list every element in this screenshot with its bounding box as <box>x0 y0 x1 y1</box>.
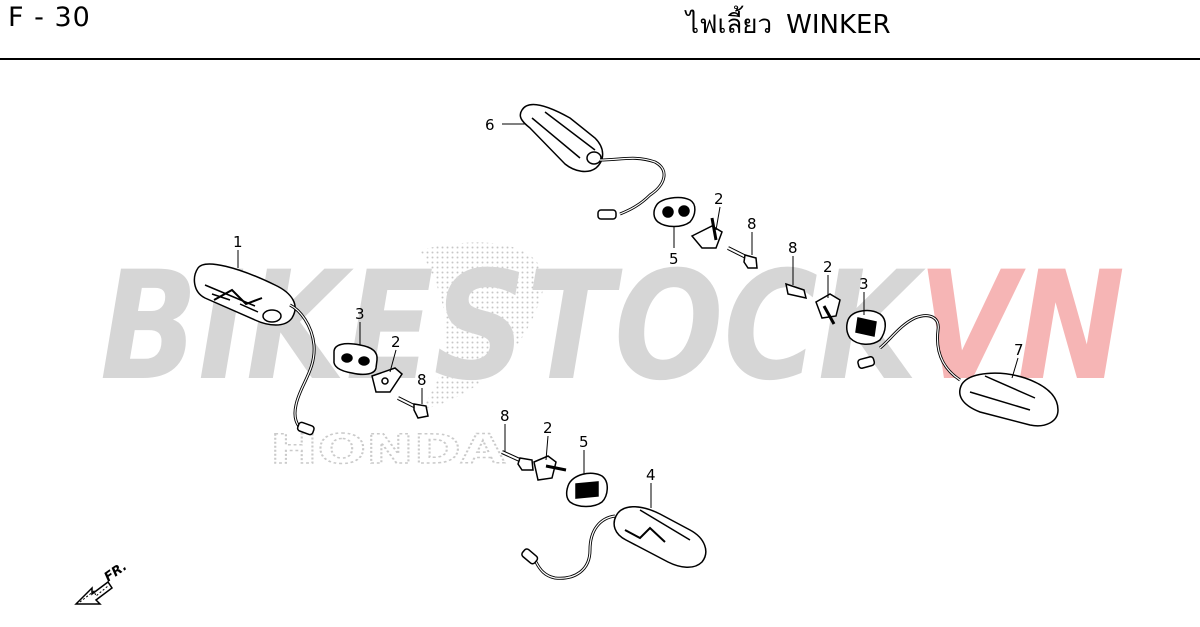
callout-2-top: 2 <box>714 190 724 208</box>
watermark: BIKESTOCKVN HONDA <box>100 240 1125 474</box>
part-5-damper-bottom <box>565 472 608 508</box>
front-label: FR. <box>102 559 130 585</box>
honda-wing-logo <box>420 242 544 410</box>
callout-4: 4 <box>646 466 656 484</box>
callout-6: 6 <box>485 116 495 134</box>
part-6-winker <box>519 103 666 220</box>
part-3-damper-left <box>333 342 378 376</box>
part-7-winker <box>857 314 1059 427</box>
callout-8-right: 8 <box>788 239 798 257</box>
callout-5-bottom: 5 <box>579 433 589 451</box>
part-1-winker <box>193 263 316 436</box>
callout-8-left: 8 <box>417 371 427 389</box>
callout-8-top: 8 <box>747 215 757 233</box>
callout-1: 1 <box>233 233 243 251</box>
part-3-damper-right <box>845 309 886 345</box>
part-2-stay-bottom <box>533 455 567 481</box>
watermark-brand: HONDA <box>270 427 505 473</box>
part-8-bolt-top <box>727 246 758 269</box>
part-8-bolt-bottom <box>501 450 534 471</box>
part-4-winker <box>521 506 707 580</box>
watermark-text: BIKESTOCKVN <box>100 240 1125 414</box>
callout-3-left: 3 <box>355 305 365 323</box>
part-2-stay-top <box>690 217 723 249</box>
front-direction-indicator: FR. <box>74 559 130 605</box>
part-5-damper-top <box>653 196 696 228</box>
callout-2-right: 2 <box>823 258 833 276</box>
part-2-stay-left <box>371 367 403 393</box>
page-code: F - 30 <box>8 2 91 33</box>
page-title: ไฟเลี้ยว WINKER <box>686 4 891 45</box>
part-8-bolt-right <box>785 282 808 299</box>
callout-2-bottom: 2 <box>543 419 553 437</box>
page-title-thai: ไฟเลี้ยว <box>686 10 773 40</box>
callout-labels: 1 3 2 8 6 2 8 5 8 2 3 7 8 2 5 4 <box>233 116 1024 484</box>
page-title-english: WINKER <box>786 10 891 40</box>
part-8-bolt-left <box>397 396 429 419</box>
callout-5-top: 5 <box>669 250 679 268</box>
callout-8-bottom: 8 <box>500 407 510 425</box>
part-2-stay-right <box>815 293 841 325</box>
callout-3-right: 3 <box>859 275 869 293</box>
callout-2-left: 2 <box>391 333 401 351</box>
leader-lines <box>237 123 1019 508</box>
callout-7: 7 <box>1014 341 1024 359</box>
title-divider <box>0 58 1200 60</box>
front-arrow-icon <box>74 580 114 605</box>
